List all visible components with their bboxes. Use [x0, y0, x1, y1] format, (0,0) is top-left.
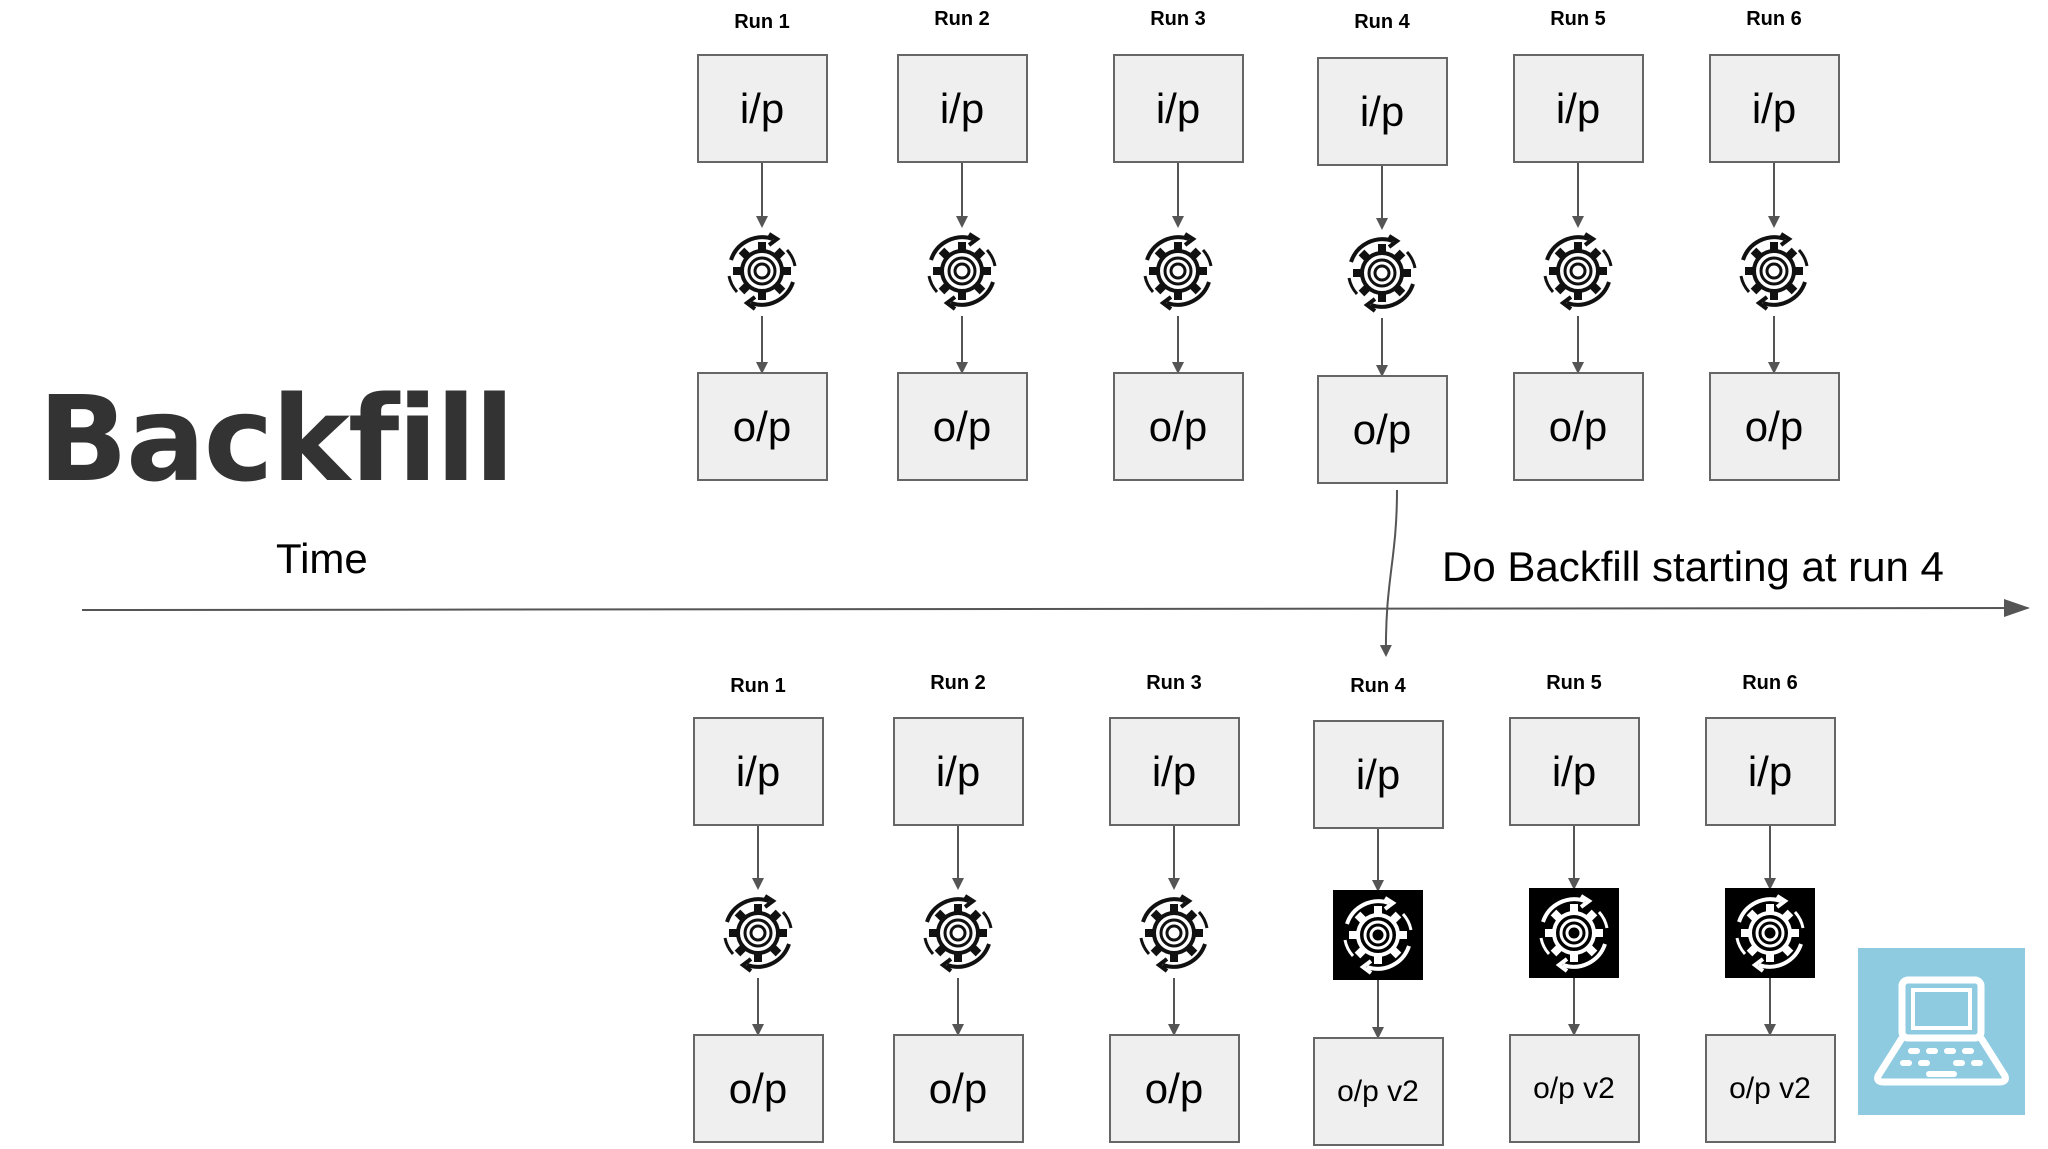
gear-cycle-icon [1133, 226, 1223, 316]
input-box: i/p [1512, 54, 1644, 163]
time-axis-label: Time [276, 535, 368, 582]
backfill-annotation: Do Backfill starting at run 4 [1442, 543, 1944, 590]
run-label: Run 2 [930, 672, 986, 694]
run-label: Run 4 [1354, 11, 1410, 33]
gear-cycle-icon [1337, 228, 1427, 318]
input-box: i/p [692, 717, 824, 826]
run-label: Run 4 [1350, 675, 1406, 697]
laptop-icon [1874, 976, 2009, 1086]
gear-cycle-inverted-icon [1333, 890, 1423, 980]
gear-cycle-icon [1129, 888, 1219, 978]
input-box: i/p [696, 54, 828, 163]
run-label: Run 2 [934, 8, 990, 30]
gear-cycle-inverted-icon [1725, 888, 1815, 978]
run-label: Run 1 [730, 675, 786, 697]
laptop-badge [1858, 948, 2025, 1115]
run-label: Run 3 [1150, 8, 1206, 30]
input-box: i/p [1316, 57, 1448, 166]
input-box: i/p [1108, 717, 1240, 826]
gear-cycle-icon [1533, 226, 1623, 316]
output-box: o/p v2 [1704, 1034, 1836, 1143]
output-box: o/p [696, 372, 828, 481]
input-box: i/p [1312, 720, 1444, 829]
run-label: Run 6 [1742, 672, 1798, 694]
gear-cycle-icon [917, 226, 1007, 316]
input-box: i/p [1508, 717, 1640, 826]
input-box: i/p [1704, 717, 1836, 826]
output-box: o/p [892, 1034, 1024, 1143]
gear-cycle-icon [913, 888, 1003, 978]
output-box: o/p [1108, 1034, 1240, 1143]
run-label: Run 5 [1550, 8, 1606, 30]
run-label: Run 3 [1146, 672, 1202, 694]
output-box: o/p [896, 372, 1028, 481]
input-box: i/p [896, 54, 1028, 163]
gear-cycle-icon [1729, 226, 1819, 316]
input-box: i/p [1112, 54, 1244, 163]
backfill-connector-arrow [1379, 489, 1398, 657]
output-box: o/p [1112, 372, 1244, 481]
run-label: Run 6 [1746, 8, 1802, 30]
output-box: o/p v2 [1312, 1037, 1444, 1146]
output-box: o/p [692, 1034, 824, 1143]
run-label: Run 1 [734, 11, 790, 33]
diagram-title: Backfill [38, 370, 515, 508]
gear-cycle-icon [713, 888, 803, 978]
output-box: o/p [1708, 372, 1840, 481]
output-box: o/p [1512, 372, 1644, 481]
input-box: i/p [892, 717, 1024, 826]
gear-cycle-icon [717, 226, 807, 316]
input-box: i/p [1708, 54, 1840, 163]
output-box: o/p v2 [1508, 1034, 1640, 1143]
gear-cycle-inverted-icon [1529, 888, 1619, 978]
output-box: o/p [1316, 375, 1448, 484]
run-label: Run 5 [1546, 672, 1602, 694]
time-axis-arrow [81, 599, 2030, 618]
